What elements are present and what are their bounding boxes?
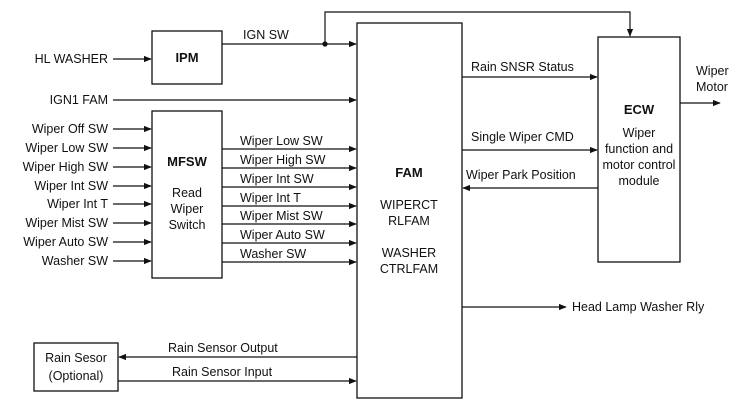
fam-line-1: WIPERCT — [380, 198, 438, 212]
mfsw-output-label: Wiper Auto SW — [240, 228, 325, 242]
mfsw-inputs: Wiper Off SW Wiper Low SW Wiper High SW … — [23, 122, 152, 268]
mfsw-output-label: Wiper Mist SW — [240, 209, 323, 223]
mfsw-box — [151, 110, 223, 279]
mfsw-output-label: Washer SW — [240, 247, 306, 261]
wiper-motor-label-1: Wiper — [696, 64, 729, 78]
ecw-box — [597, 36, 681, 263]
mfsw-outputs: Wiper Low SW Wiper High SW Wiper Int SW … — [222, 134, 357, 266]
ecw-line-2: function and — [605, 142, 673, 156]
mfsw-input-label: Wiper Int SW — [34, 179, 108, 193]
ecw-title: ECW — [624, 102, 655, 117]
fam-line-2: RLFAM — [388, 214, 430, 228]
mfsw-input-label: Washer SW — [42, 254, 108, 268]
mfsw-output-label: Wiper Low SW — [240, 134, 323, 148]
mfsw-title: MFSW — [167, 154, 207, 169]
fam-box — [356, 22, 463, 399]
ipm-box — [151, 30, 223, 85]
ecw-line-1: Wiper — [623, 126, 656, 140]
hl-washer-label: HL WASHER — [35, 52, 108, 66]
rain-sensor-output-label: Rain Sensor Output — [168, 341, 278, 355]
mfsw-output-label: Wiper Int T — [240, 191, 301, 205]
rain-sensor-box — [33, 342, 119, 392]
mfsw-subtitle-3: Switch — [169, 218, 206, 232]
rain-sensor-line-1: Rain Sesor — [45, 351, 107, 365]
mfsw-subtitle-1: Read — [172, 186, 202, 200]
mfsw-input-label: Wiper Int T — [47, 197, 108, 211]
mfsw-input-label: Wiper High SW — [23, 160, 109, 174]
wiper-park-position-label: Wiper Park Position — [466, 168, 576, 182]
mfsw-input-label: Wiper Auto SW — [23, 235, 108, 249]
ecw-line-3: motor control — [603, 158, 676, 172]
mfsw-output-label: Wiper High SW — [240, 153, 326, 167]
rain-sensor-line-2: (Optional) — [49, 369, 104, 383]
ecw-line-4: module — [619, 174, 660, 188]
fam-line-5: CTRLFAM — [380, 262, 438, 276]
mfsw-input-label: Wiper Low SW — [25, 141, 108, 155]
ign-sw-to-ecw-arrow — [324, 11, 634, 44]
ign-sw-label: IGN SW — [243, 28, 289, 42]
head-lamp-washer-label: Head Lamp Washer Rly — [572, 300, 705, 314]
ign1-fam-label: IGN1 FAM — [50, 93, 108, 107]
rain-sensor-input-label: Rain Sensor Input — [172, 365, 273, 379]
wiper-motor-label-2: Motor — [696, 80, 728, 94]
mfsw-input-label: Wiper Off SW — [32, 122, 108, 136]
fam-line-4: WASHER — [382, 246, 436, 260]
mfsw-output-label: Wiper Int SW — [240, 172, 314, 186]
ipm-title: IPM — [175, 50, 198, 65]
rain-snsr-status-label: Rain SNSR Status — [471, 60, 574, 74]
mfsw-subtitle-2: Wiper — [171, 202, 204, 216]
fam-title: FAM — [395, 165, 422, 180]
mfsw-input-label: Wiper Mist SW — [25, 216, 108, 230]
single-wiper-cmd-label: Single Wiper CMD — [471, 130, 574, 144]
